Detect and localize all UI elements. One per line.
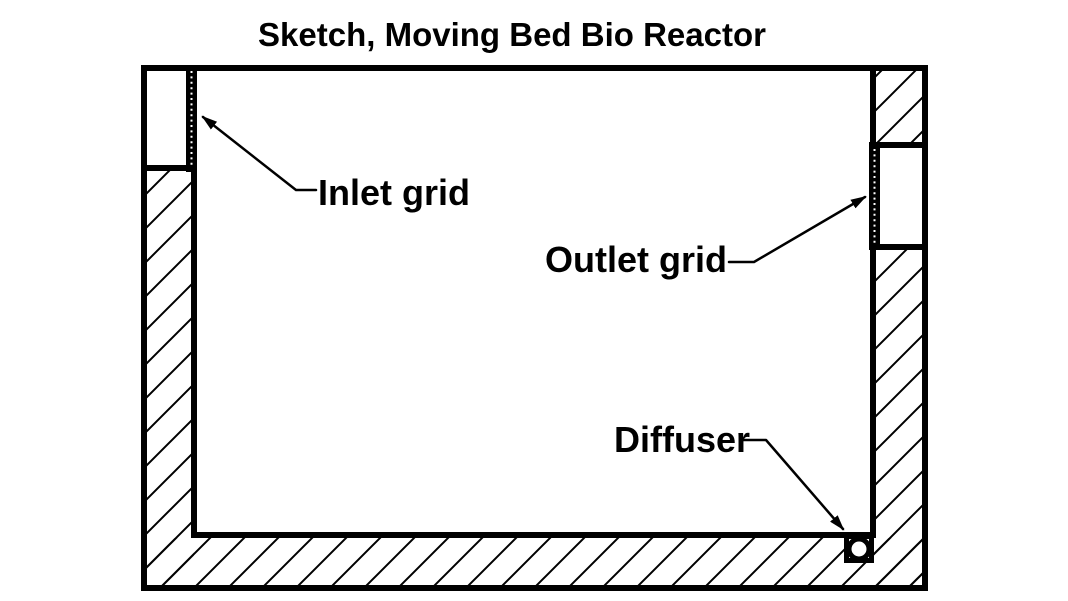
outlet-grid-leader-arrow — [727, 195, 867, 264]
tank-walls-hatching — [144, 68, 925, 588]
right-wall-lower-hatch — [873, 250, 925, 588]
diffuser-leader-arrow — [742, 438, 845, 531]
outlet-grid-label: Outlet grid — [545, 239, 727, 280]
inlet-grid-label: Inlet grid — [318, 172, 470, 213]
diffuser-pipe-circle — [846, 536, 872, 562]
left-wall-hatch — [144, 171, 194, 588]
inlet-grid — [186, 65, 197, 172]
outlet-grid-bar — [869, 142, 880, 250]
diffuser — [844, 534, 874, 563]
tank-outer-wall — [141, 65, 928, 591]
bottom-wall-hatch — [144, 538, 925, 588]
right-wall-upper-hatch — [873, 68, 925, 142]
inlet-grid-leader-arrow — [201, 115, 318, 192]
tank-inner-wall — [191, 68, 876, 538]
inlet-grid-bar — [186, 65, 197, 172]
outlet-grid — [869, 142, 880, 250]
diffuser-label: Diffuser — [614, 419, 750, 460]
diagram-title: Sketch, Moving Bed Bio Reactor — [258, 16, 766, 53]
